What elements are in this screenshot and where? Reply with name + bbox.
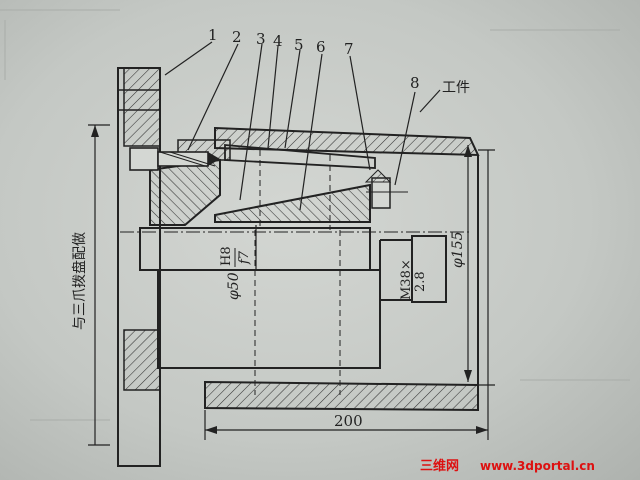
watermark-cn: 三维网 (420, 458, 459, 474)
pin (364, 169, 408, 209)
workpiece-label: 工件 (442, 80, 470, 96)
outer-diameter-dimension: φ155 (450, 231, 466, 268)
length-dimension: 200 (334, 412, 363, 430)
bore-fit-lower: f7 (237, 250, 252, 265)
flange (117, 67, 161, 467)
leader-lines (164, 41, 441, 211)
thread-line1: M38× (399, 259, 414, 300)
dimension-arrows (91, 125, 488, 434)
part-number-labels: 1 2 3 4 5 6 7 8 (208, 26, 420, 92)
thread-dimension: M38× 2.8 (399, 259, 428, 300)
part-label-8: 8 (410, 74, 420, 92)
part-label-2: 2 (232, 28, 242, 46)
workpiece-sleeve (204, 126, 480, 412)
thread-line2: 2.8 (413, 271, 428, 292)
watermark: 三维网 www.3dportal.cn (420, 458, 595, 474)
part-label-1: 1 (208, 26, 218, 44)
part-label-5: 5 (294, 36, 304, 54)
bore-fit-dimension: φ50 H8 f7 (219, 246, 252, 300)
side-note: 与三爪拨盘配做 (71, 232, 88, 330)
bore-fit-upper: H8 (219, 246, 234, 266)
dimension-lines (88, 124, 495, 446)
mandrel-shaft (120, 227, 470, 395)
bore-fit-prefix: φ50 (226, 272, 242, 300)
part-label-6: 6 (316, 38, 326, 56)
part-label-7: 7 (344, 40, 354, 58)
part-label-3: 3 (256, 30, 266, 48)
part-label-4: 4 (273, 32, 283, 50)
watermark-url: www.3dportal.cn (480, 459, 595, 473)
expanding-wedge (214, 144, 376, 230)
screw (129, 147, 220, 171)
background-bleed (0, 9, 630, 421)
